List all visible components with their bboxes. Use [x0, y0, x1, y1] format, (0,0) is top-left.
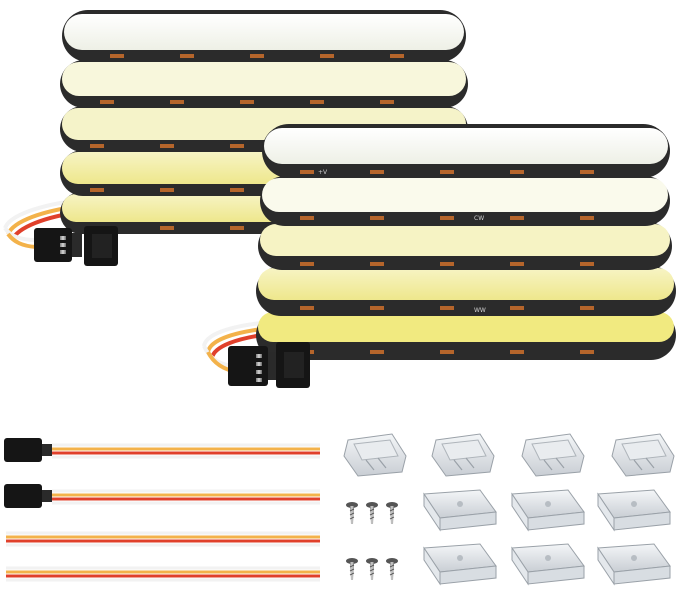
- coil-front-connector: [228, 342, 310, 388]
- mounting-clip: [511, 543, 585, 586]
- extension-cable-bare: [6, 566, 320, 582]
- coil-front-markings: +V CW WW: [318, 169, 486, 314]
- coil-front-loop: [258, 222, 672, 270]
- clear-strip-connector: [343, 433, 407, 477]
- mounting-clip: [511, 489, 585, 532]
- screw: [366, 502, 378, 524]
- screw: [366, 558, 378, 580]
- extension-cable-bare: [6, 531, 320, 547]
- clear-strip-connector: [521, 433, 585, 477]
- extension-cable-with-connector: [4, 484, 320, 508]
- coil-front-loop: [256, 310, 676, 360]
- screws-group: [346, 502, 398, 580]
- screw: [346, 502, 358, 524]
- mounting-clip: [597, 543, 671, 586]
- mounting-clip: [597, 489, 671, 532]
- screw: [386, 502, 398, 524]
- strip-mark-cw: CW: [474, 215, 484, 222]
- clear-strip-connector: [431, 433, 495, 477]
- extension-cable-with-connector: [4, 438, 320, 462]
- coil-front-loop: [260, 176, 670, 226]
- screw: [346, 558, 358, 580]
- mounting-clip: [423, 489, 497, 532]
- led-strip-coil-front: +V CW WW: [202, 124, 676, 388]
- coil-front-loop: [262, 124, 670, 178]
- coil-back-pads: [90, 54, 404, 230]
- mounting-clip: [423, 543, 497, 586]
- coil-back-loop: [60, 60, 468, 108]
- screw: [386, 558, 398, 580]
- coil-back-connector: [34, 226, 118, 266]
- strip-mark-ww: WW: [474, 307, 486, 314]
- clear-strip-connector: [611, 433, 675, 477]
- coil-front-loop: [256, 266, 676, 316]
- strip-mark-v: +V: [318, 169, 328, 176]
- coil-back-loop: [62, 10, 466, 62]
